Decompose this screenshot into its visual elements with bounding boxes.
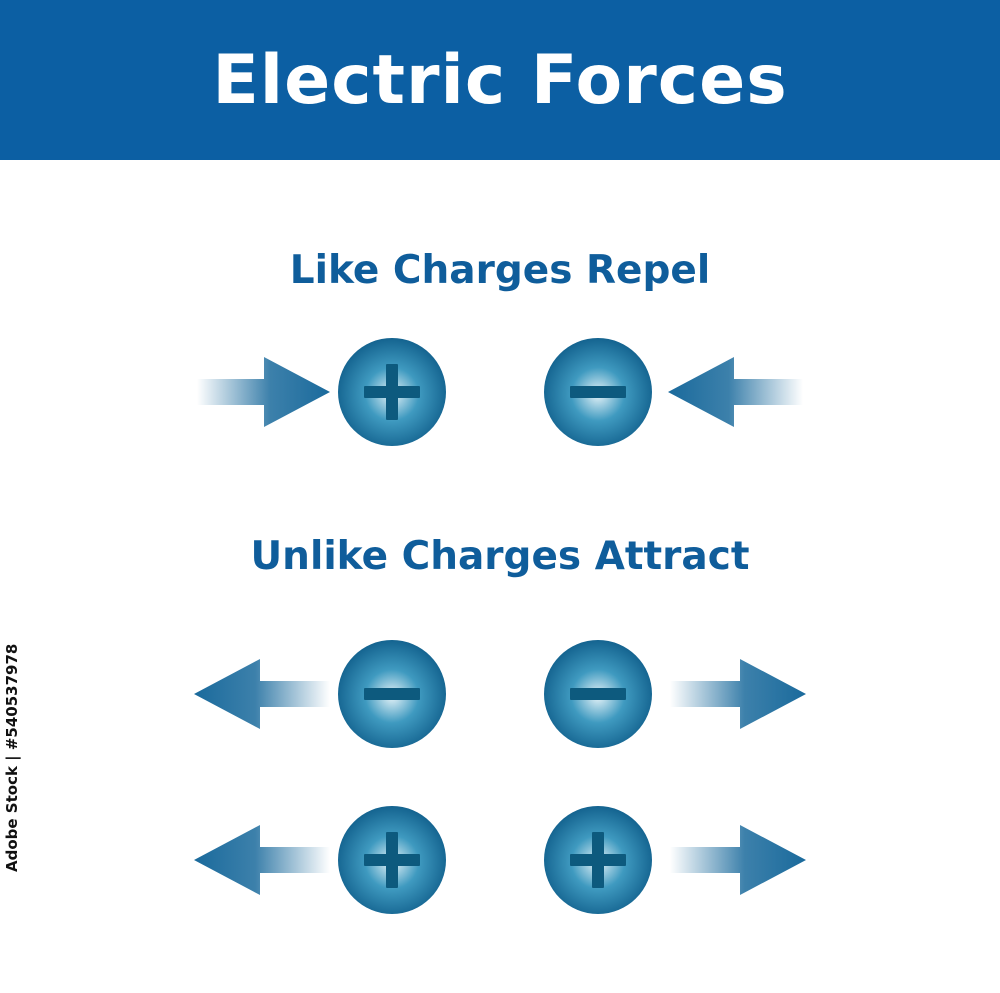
- positive-charge: [338, 338, 446, 446]
- arrow-right-icon: [670, 825, 806, 895]
- minus-icon: [364, 688, 420, 700]
- title-banner: Electric Forces: [0, 0, 1000, 160]
- minus-icon: [570, 688, 626, 700]
- negative-charge: [544, 640, 652, 748]
- minus-icon: [570, 386, 626, 398]
- negative-charge: [544, 338, 652, 446]
- plus-icon: [364, 832, 420, 888]
- arrow-right-icon: [670, 659, 806, 729]
- section-heading-attract: Unlike Charges Attract: [250, 534, 750, 579]
- page-title: Electric Forces: [212, 40, 788, 120]
- negative-charge: [338, 640, 446, 748]
- arrow-left-icon: [194, 659, 330, 729]
- stock-id-text: Adobe Stock | #540537978: [3, 643, 21, 872]
- plus-icon: [364, 364, 420, 420]
- arrow-right-icon: [197, 357, 330, 427]
- arrow-left-icon: [668, 357, 803, 427]
- positive-charge: [544, 806, 652, 914]
- plus-icon: [570, 832, 626, 888]
- section-heading-repel: Like Charges Repel: [289, 248, 711, 293]
- positive-charge: [338, 806, 446, 914]
- arrow-left-icon: [194, 825, 330, 895]
